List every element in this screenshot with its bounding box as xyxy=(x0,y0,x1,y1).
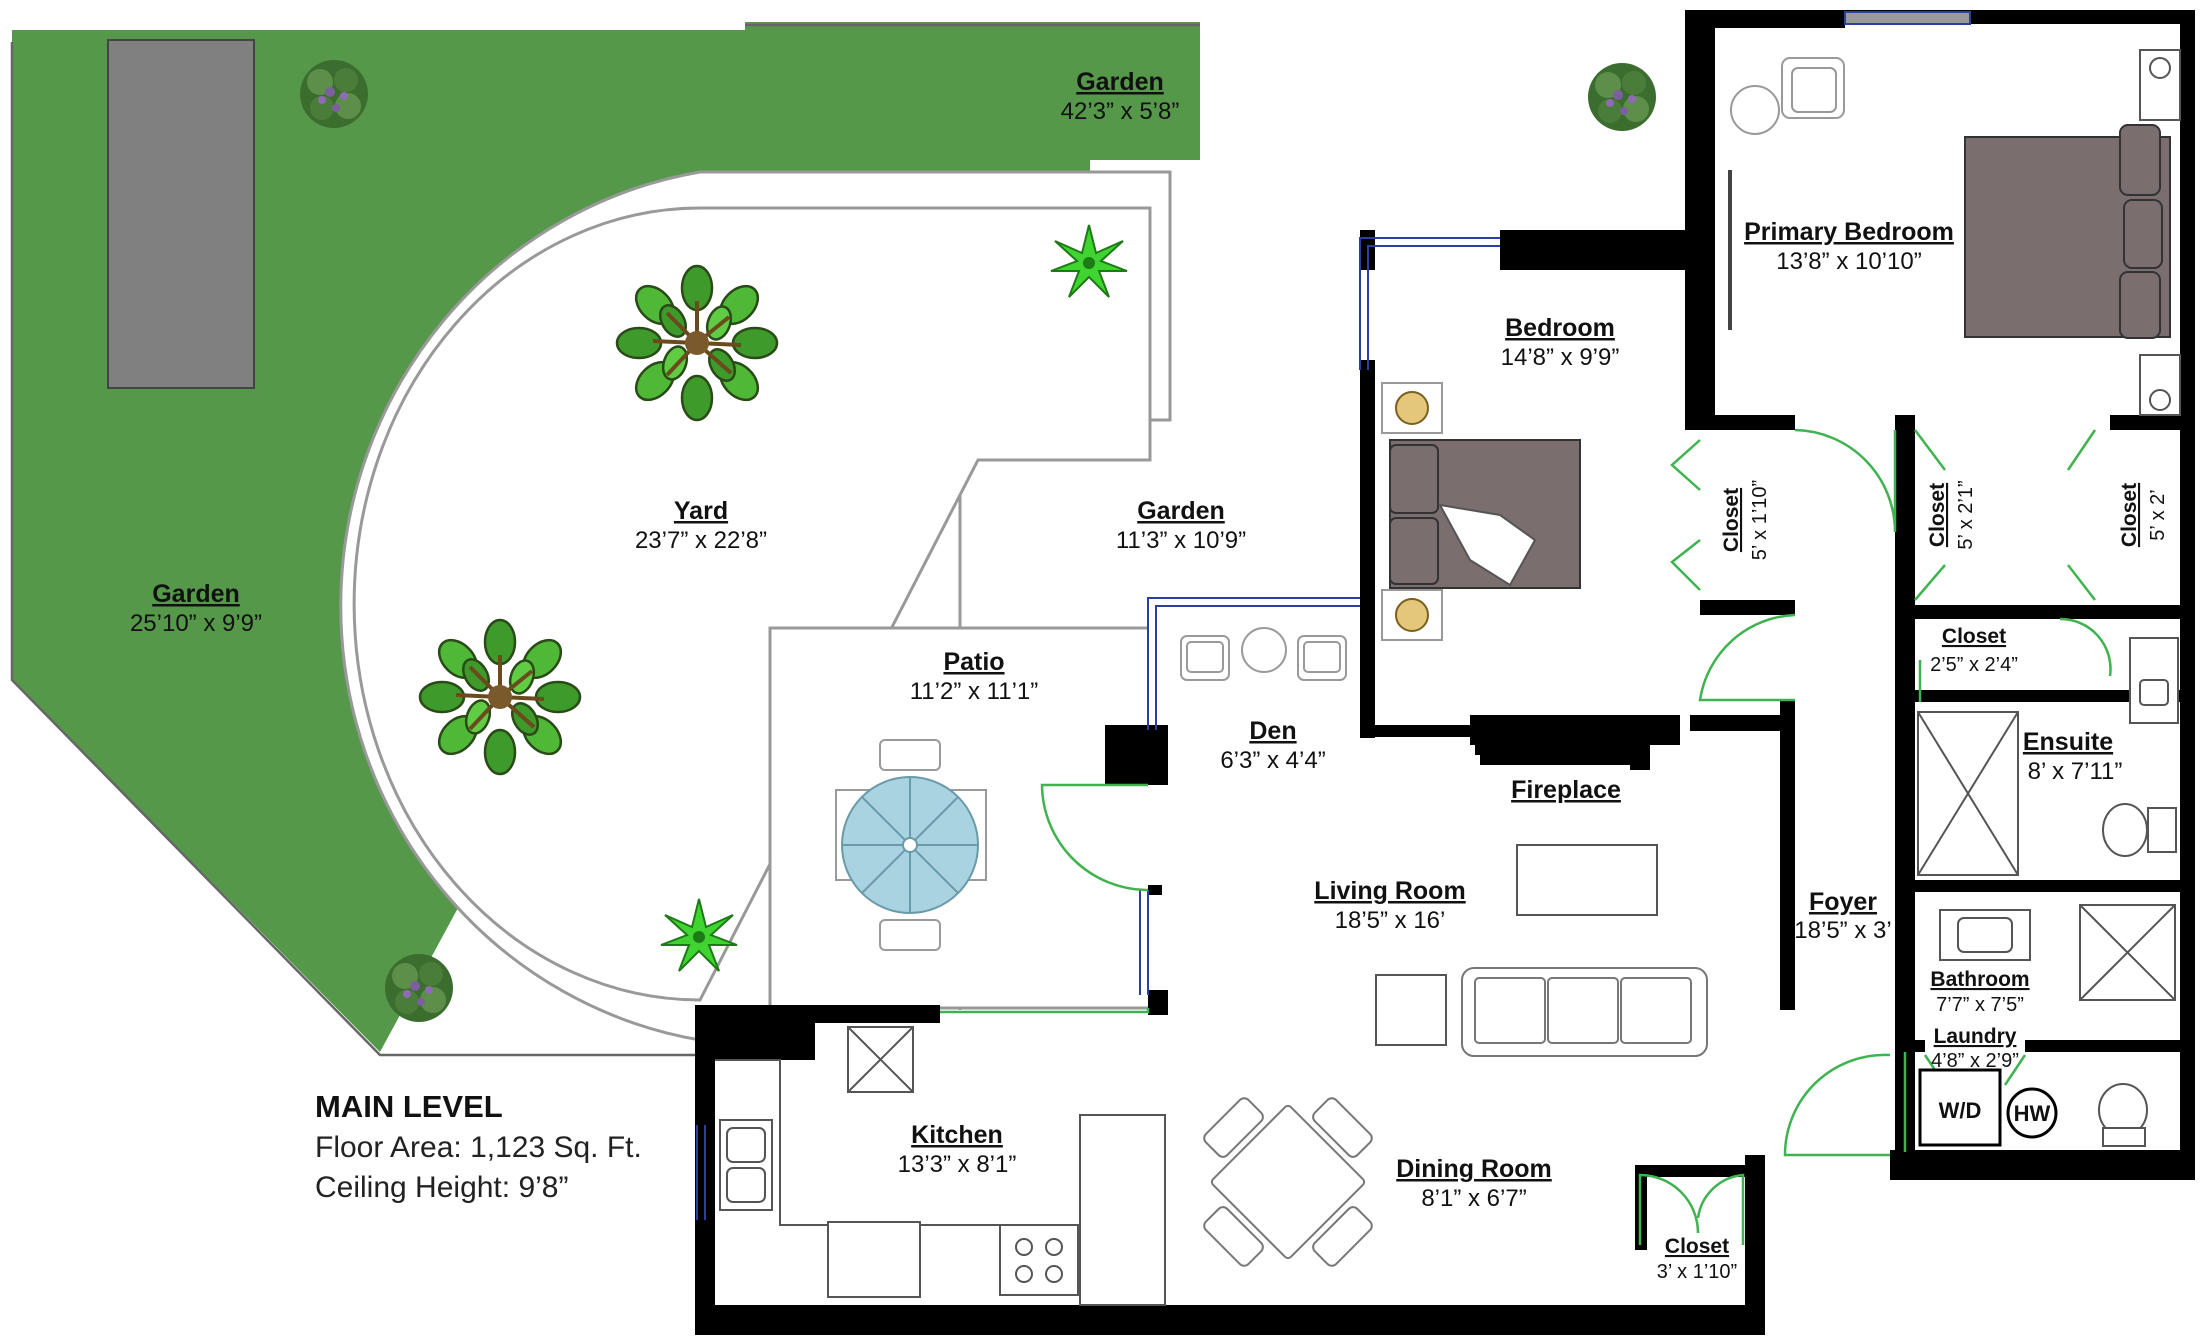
closet-ensuite-name: Closet xyxy=(1942,625,2006,648)
shrub-icon xyxy=(385,954,453,1022)
primary-bedroom-name: Primary Bedroom xyxy=(1744,218,1954,246)
foyer-name: Foyer xyxy=(1809,888,1877,916)
bedroom-name: Bedroom xyxy=(1505,314,1615,342)
level-info: MAIN LEVEL Floor Area: 1,123 Sq. Ft. Cei… xyxy=(315,1089,642,1204)
dining-table xyxy=(1203,1097,1373,1267)
closet-bedroom-name: Closet xyxy=(1720,488,1743,552)
garden-mid-dim: 11’3” x 10’9” xyxy=(1116,527,1246,554)
closet-primary-a-dim: 5’ x 2’1” xyxy=(1955,480,1977,549)
closet-entry-name: Closet xyxy=(1665,1235,1729,1258)
living-room-dim: 18’5” x 16’ xyxy=(1335,907,1446,934)
kitchen-dim: 13’3” x 8’1” xyxy=(898,1151,1017,1178)
room-labels: Garden 42’3” x 5’8” Garden 25’10” x 9’9”… xyxy=(130,68,2169,1283)
foyer-dim: 18’5” x 3’ xyxy=(1794,917,1891,944)
interior-floor xyxy=(695,10,2195,1330)
bathroom-name: Bathroom xyxy=(1930,968,2029,991)
floor-area: Floor Area: 1,123 Sq. Ft. xyxy=(315,1131,642,1164)
shrub-icon xyxy=(300,60,368,128)
closet-ensuite-dim: 2’5” x 2’4” xyxy=(1930,654,2018,676)
dining-room-dim: 8’1” x 6’7” xyxy=(1421,1185,1526,1212)
yard-dim: 23’7” x 22’8” xyxy=(635,527,767,554)
bathroom-dim: 7’7” x 7’5” xyxy=(1936,994,2024,1016)
primary-armchair xyxy=(1730,57,1845,135)
patio-dim: 11’2” x 11’1” xyxy=(910,678,1039,705)
closet-primary-b-dim: 5’ x 2’ xyxy=(2147,489,2169,541)
dining-room-name: Dining Room xyxy=(1396,1155,1552,1183)
yard-name: Yard xyxy=(674,497,728,525)
property-edge xyxy=(10,42,700,1057)
garden-top-dim: 42’3” x 5’8” xyxy=(1061,98,1180,125)
living-furniture xyxy=(1375,844,1708,1057)
bedroom-dim: 14’8” x 9’9” xyxy=(1501,344,1620,371)
windows xyxy=(696,11,1971,1220)
fireplace-name: Fireplace xyxy=(1511,776,1621,804)
level-title: MAIN LEVEL xyxy=(315,1089,503,1124)
primary-bedroom-dim: 13’8” x 10’10” xyxy=(1776,248,1921,275)
den-name: Den xyxy=(1249,717,1296,745)
closet-bedroom-dim: 5’ x 1’10” xyxy=(1749,480,1771,560)
ensuite-dim: 8’ x 7’11” xyxy=(2028,758,2123,785)
den-dim: 6’3” x 4’4” xyxy=(1220,747,1325,774)
closet-entry-dim: 3’ x 1’10” xyxy=(1657,1261,1737,1283)
living-room-name: Living Room xyxy=(1314,877,1465,905)
walkway xyxy=(107,39,255,389)
laundry-name: Laundry xyxy=(1934,1025,2017,1048)
tree-icon xyxy=(615,263,779,423)
patio-table xyxy=(835,739,987,951)
patio-name: Patio xyxy=(943,648,1004,676)
yard-lawn-inner xyxy=(352,206,1152,1002)
ceiling-height: Ceiling Height: 9’8” xyxy=(315,1171,568,1204)
tree-icon xyxy=(418,617,582,777)
garden-left-name: Garden xyxy=(152,580,240,608)
washer-dryer-label: W/D xyxy=(1939,1098,1982,1123)
garden-mid-name: Garden xyxy=(1137,497,1225,525)
bedroom-bed xyxy=(1381,382,1581,641)
shrub-icon xyxy=(1588,63,1656,131)
bath-fixtures xyxy=(1917,637,2179,1147)
hot-water-label: HW xyxy=(2014,1101,2051,1126)
walls xyxy=(695,10,2195,1335)
garden-top-name: Garden xyxy=(1076,68,1164,96)
ensuite-name: Ensuite xyxy=(2023,728,2113,756)
kitchen-fixtures xyxy=(715,1026,1166,1306)
den-chairs xyxy=(1180,627,1347,681)
laundry-dim: 4’8” x 2’9” xyxy=(1931,1050,2019,1072)
closet-primary-b-name: Closet xyxy=(2118,483,2141,547)
kitchen-name: Kitchen xyxy=(911,1121,1003,1149)
garden-left-dim: 25’10” x 9’9” xyxy=(130,610,262,637)
closet-primary-a-name: Closet xyxy=(1926,483,1949,547)
primary-bed xyxy=(1964,49,2181,416)
